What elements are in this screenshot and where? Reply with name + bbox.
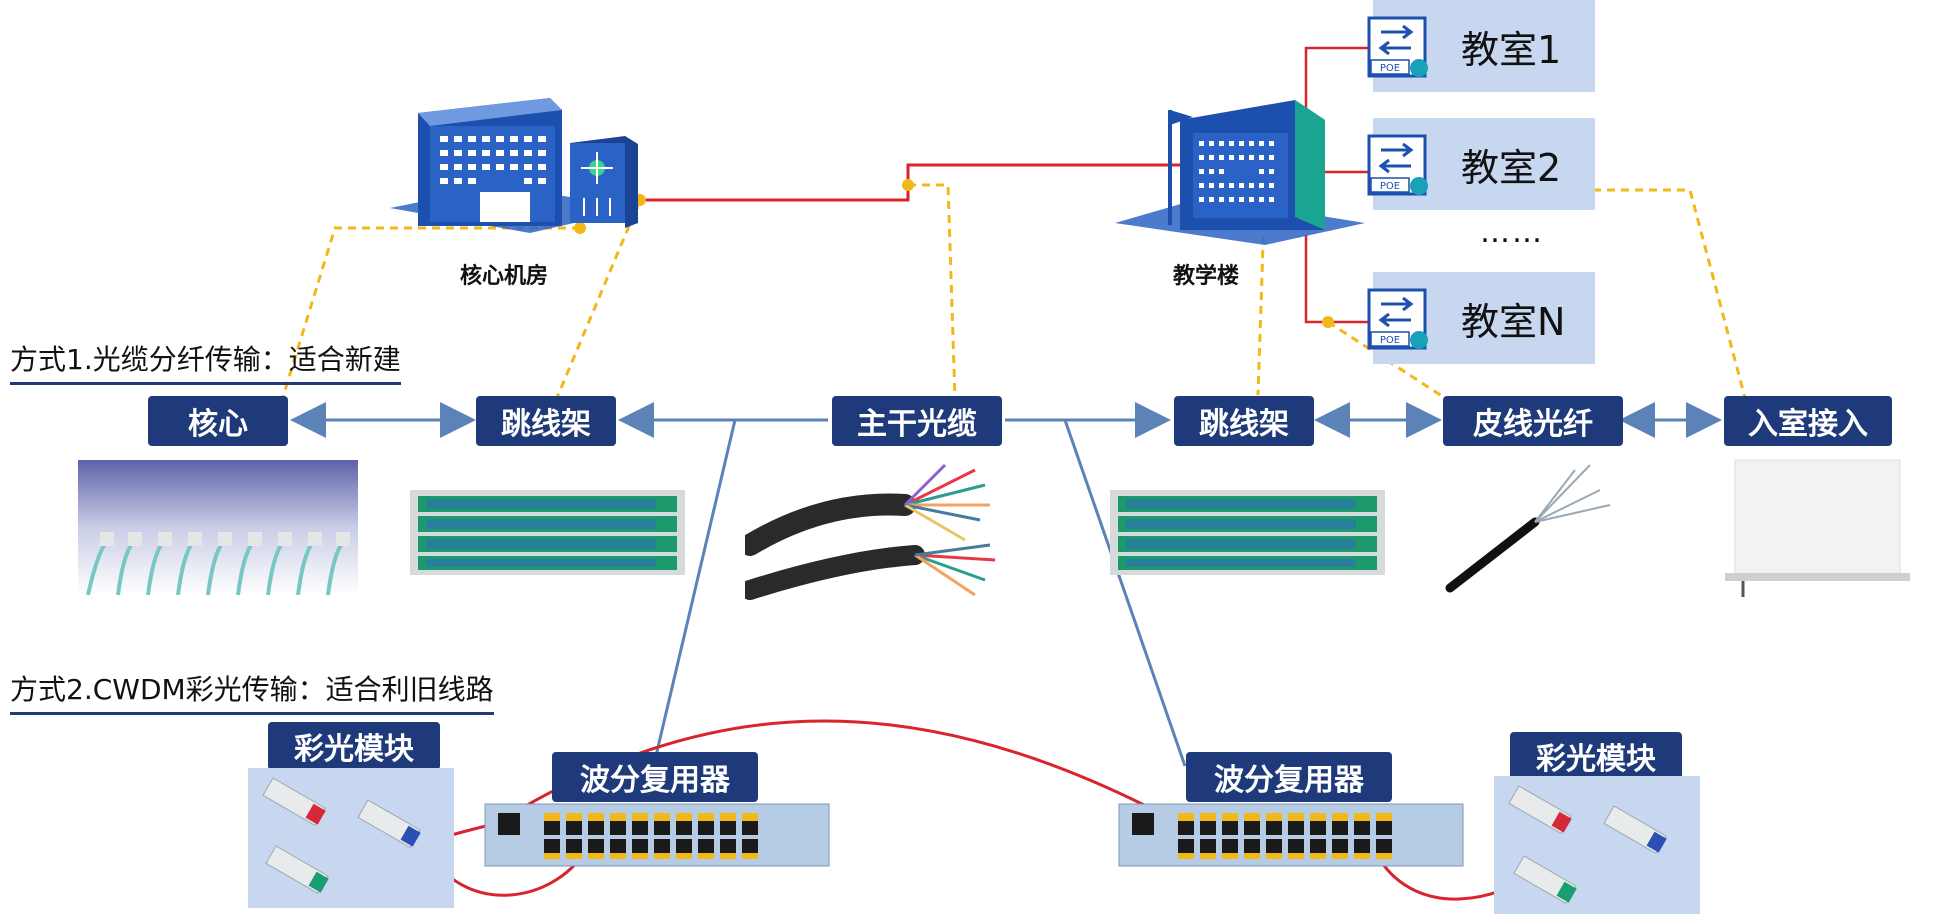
school-building-icon [1115, 100, 1365, 245]
classroom-1-panel: POE 教室1 [1367, 0, 1595, 92]
red-link-classroom-1 [1304, 46, 1370, 110]
red-link-classroom-n [1304, 235, 1370, 324]
node-patch-left: 跳线架 [476, 396, 616, 446]
classroom-1-label: 教室1 [1461, 27, 1562, 72]
sfp-module-icon [1508, 785, 1667, 905]
classroom-2-panel: POE 教室2 [1367, 118, 1595, 210]
mux-left-label: 波分复用器 [552, 752, 758, 802]
node-indoor: 入室接入 [1724, 396, 1892, 446]
cwdm-module-left-label: 彩光模块 [268, 722, 440, 770]
cwdm-module-right-panel [1494, 776, 1700, 914]
indoor-box-photo [1725, 459, 1910, 597]
drop-fiber-photo [1445, 464, 1611, 593]
mux-right-label: 波分复用器 [1186, 752, 1392, 802]
fiber-trunk-up [908, 183, 957, 399]
core-room-caption: 核心机房 [460, 264, 549, 289]
sfp-module-icon [262, 777, 421, 895]
mux-left-device [484, 803, 830, 867]
svg-text:POE: POE [1380, 181, 1400, 192]
teaching-building-caption: 教学楼 [1173, 264, 1240, 289]
poe-switch-icon: POE [1367, 288, 1428, 350]
classroom-n-label: 教室N [1461, 299, 1566, 344]
poe-switch-icon: POE [1367, 134, 1428, 196]
line-to-mux-right [1063, 419, 1187, 767]
node-core: 核心 [148, 396, 288, 446]
patch-panel-left-photo [410, 490, 685, 575]
office-building-icon [390, 98, 640, 233]
fiber-core-room-to-core [280, 226, 580, 401]
cwdm-module-left-panel [248, 768, 454, 908]
fiber-classroom-n-to-drop [1327, 320, 1446, 400]
trunk-cable-photo [745, 463, 996, 600]
poe-switch-icon: POE [1367, 16, 1428, 78]
node-trunk: 主干光缆 [832, 396, 1002, 446]
patch-panel-right-photo [1110, 490, 1385, 575]
ellipsis: …… [1480, 215, 1544, 250]
svg-text:POE: POE [1380, 63, 1400, 74]
svg-text:POE: POE [1380, 335, 1400, 346]
classroom-n-panel: POE 教室N [1367, 272, 1595, 364]
core-fiber-ports-photo [78, 460, 358, 595]
method-1-heading: 方式1.光缆分纤传输：适合新建 [10, 338, 401, 385]
classroom-2-label: 教室2 [1461, 145, 1562, 190]
mux-right-device [1118, 803, 1464, 867]
node-drop-fiber: 皮线光纤 [1443, 396, 1623, 446]
cwdm-module-right-label: 彩光模块 [1510, 732, 1682, 780]
node-patch-right: 跳线架 [1174, 396, 1314, 446]
line-to-mux-left [653, 419, 737, 761]
method-2-heading: 方式2.CWDM彩光传输：适合利旧线路 [10, 668, 494, 715]
